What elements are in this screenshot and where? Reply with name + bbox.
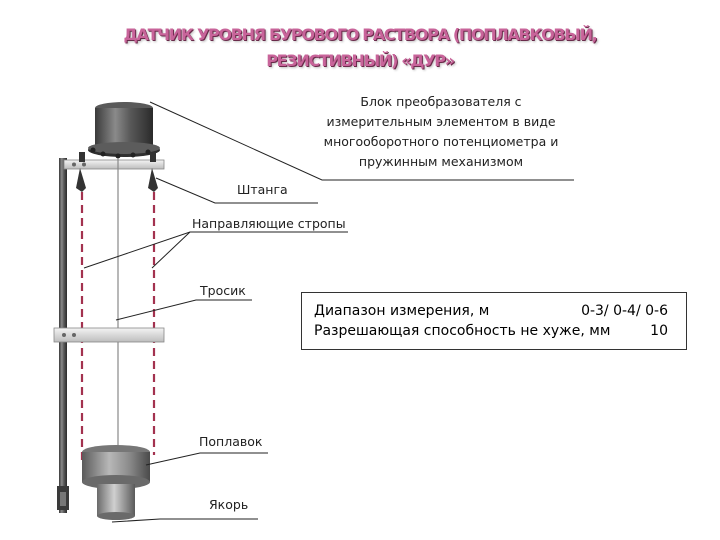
description-line-1: Блок преобразователя с [318,92,564,112]
spec-resolution-row: Разрешающая способность не хуже, мм 10 [314,321,674,341]
description-line-4: пружинным механизмом [318,152,564,172]
label-anchor: Якорь [209,497,248,512]
spec-range-label: Диапазон измерения, м [314,301,489,321]
converter-block-description: Блок преобразователя с измерительным эле… [318,92,564,172]
label-cable: Тросик [200,283,246,298]
spec-range-row: Диапазон измерения, м 0-3/ 0-4/ 0-6 [314,301,674,321]
converter-block [79,102,160,162]
description-line-2: измерительным элементом в виде [318,112,564,132]
label-float: Поплавок [199,434,262,449]
float [82,445,150,489]
description-line-3: многооборотного потенциометра и [318,132,564,152]
specifications-box: Диапазон измерения, м 0-3/ 0-4/ 0-6 Разр… [301,292,687,350]
label-guide-slings: Направляющие стропы [192,216,346,231]
spec-range-value: 0-3/ 0-4/ 0-6 [581,301,674,321]
middle-plate [54,328,164,342]
spec-resolution-label: Разрешающая способность не хуже, мм [314,321,610,341]
spec-resolution-value: 10 [650,321,674,341]
sling-hooks [76,168,158,192]
label-rod: Штанга [237,182,288,197]
anchor [97,484,135,520]
